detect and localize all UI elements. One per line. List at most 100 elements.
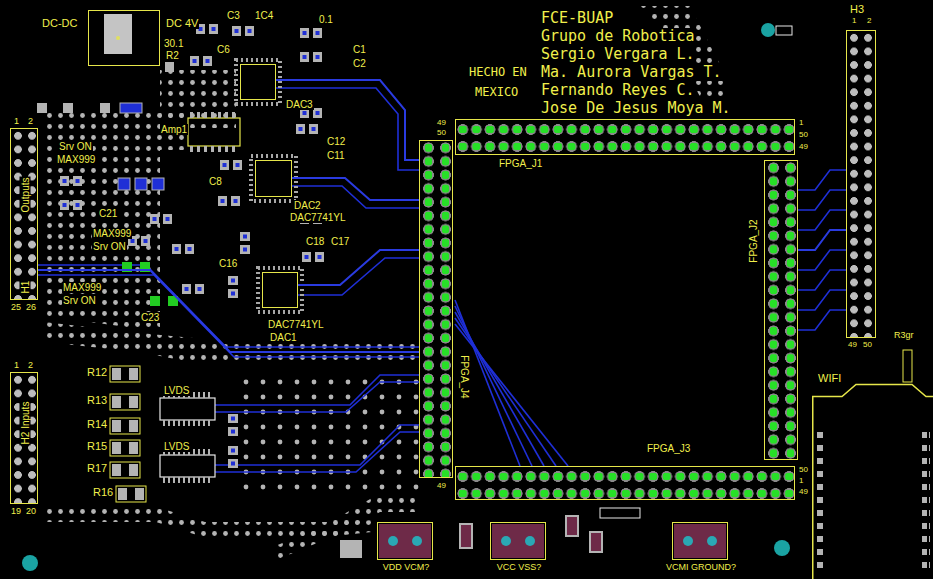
pin-number: 1 xyxy=(13,117,20,127)
copper-trace xyxy=(798,270,846,290)
copper-trace xyxy=(38,270,419,352)
node-label: DAC2 xyxy=(293,200,322,211)
terminal-hole xyxy=(388,536,398,546)
via-field xyxy=(270,520,372,560)
terminal-hole xyxy=(501,536,511,546)
resistor-pad xyxy=(112,464,121,476)
pin-number: 50 xyxy=(436,129,447,138)
resistor-pad xyxy=(129,396,138,408)
dac-chip: DAC2DAC7741YL xyxy=(255,160,292,197)
resistor xyxy=(110,366,146,502)
node-label: H2 Inputs xyxy=(20,401,31,446)
copper-trace xyxy=(798,170,846,190)
capacitor xyxy=(240,232,250,254)
driver-pad xyxy=(118,178,130,190)
node-label: DAC1 xyxy=(269,332,298,343)
wifi-module: WIFI xyxy=(812,370,933,579)
ic-pads xyxy=(258,268,302,312)
resistor-pad xyxy=(112,368,121,380)
pin-header: OutputsH1 xyxy=(10,128,38,300)
part-name: 1C4 xyxy=(254,10,274,21)
resistor-pad xyxy=(112,420,121,432)
resistor-outline xyxy=(110,462,140,478)
node-label: DAC7741YL xyxy=(289,212,347,223)
pin-number: 50 xyxy=(798,466,809,475)
pin-number: 50 xyxy=(862,341,873,350)
resistor-outline xyxy=(110,418,140,434)
part-name: C21 xyxy=(98,208,118,219)
credit-text: MEXICO xyxy=(474,86,519,99)
copper-trace xyxy=(215,425,419,465)
copper-trace xyxy=(455,312,544,466)
terminal-hole xyxy=(707,536,717,546)
part-name: C3 xyxy=(226,10,241,21)
capacitor xyxy=(218,196,240,206)
node-label: DAC3 xyxy=(285,99,314,110)
fpga-connector: FPGA_J3 xyxy=(455,466,795,500)
node-label: VDD VCM? xyxy=(382,563,431,573)
component-pad xyxy=(165,62,174,72)
pin-number: 2 xyxy=(27,117,34,127)
ic-pads xyxy=(163,477,213,483)
ic-pads xyxy=(236,60,280,104)
capacitor xyxy=(60,176,82,186)
led-pad xyxy=(150,296,160,306)
copper-trace xyxy=(798,250,846,270)
copper-trace xyxy=(455,324,568,466)
signal-label: Srv ON xyxy=(58,141,93,152)
node-label: FPGA_J2 xyxy=(748,218,759,263)
resistor-outline xyxy=(110,366,140,382)
part-name: R2 xyxy=(165,50,180,61)
signal-label: Srv ON xyxy=(62,295,97,306)
pin-number: 19 xyxy=(10,507,22,517)
copper-trace xyxy=(276,80,419,160)
credit-text: Ma. Aurora Vargas T. xyxy=(540,64,723,81)
node-label: VCMI GROUND? xyxy=(665,563,737,573)
part-name: C12 xyxy=(326,136,346,147)
small-part xyxy=(776,26,792,35)
capacitor xyxy=(228,276,238,298)
terminal-body xyxy=(674,524,726,558)
bottom-part xyxy=(590,532,602,552)
via-field xyxy=(232,378,419,496)
ic-pads xyxy=(190,112,238,118)
credit-text: Fernando Reyes C. xyxy=(540,82,696,99)
lvds-chip xyxy=(160,455,215,477)
terminal-body xyxy=(379,524,431,558)
mounting-hole xyxy=(774,540,790,556)
via-field xyxy=(160,70,236,128)
pin-number: 1 xyxy=(851,17,857,26)
part-value: 0.1 xyxy=(318,14,334,25)
pin-number: 20 xyxy=(25,507,37,517)
dc-dc-pad xyxy=(37,14,174,113)
resistor-pad xyxy=(112,396,121,408)
part-name: MAX999 xyxy=(62,282,102,293)
credit-text: Jose De Jesus Moya M. xyxy=(540,100,732,117)
part-name: C1 xyxy=(352,44,367,55)
credit-text: Grupo de Robotica xyxy=(540,28,696,45)
credit-text: FCE-BUAP xyxy=(540,10,614,27)
node-label: DAC7741YL xyxy=(267,319,325,330)
pin-number: 49 xyxy=(436,482,447,491)
pin-number: 26 xyxy=(25,303,37,313)
capacitor xyxy=(300,28,322,38)
driver-pad xyxy=(135,178,147,190)
pin-number: 25 xyxy=(10,303,22,313)
copper-trace xyxy=(798,310,846,330)
bottom-part xyxy=(566,516,578,536)
wifi-pads xyxy=(815,432,930,570)
via-field xyxy=(44,322,419,366)
terminal-hole xyxy=(525,536,535,546)
fpga-connector: FPGA_J4 xyxy=(419,140,453,478)
component-pad xyxy=(63,103,73,113)
resistor-outline xyxy=(110,394,140,410)
wifi-pads xyxy=(815,432,823,570)
node-label: FPGA_J1 xyxy=(498,158,543,169)
part-name: R3gr xyxy=(893,331,915,341)
wifi-pads xyxy=(922,432,930,570)
pin-number: 49 xyxy=(847,341,858,350)
bottom-part xyxy=(460,524,472,548)
terminal-body xyxy=(492,524,544,558)
power-terminal: VCC VSS? xyxy=(490,522,546,560)
copper-trace xyxy=(298,258,419,295)
